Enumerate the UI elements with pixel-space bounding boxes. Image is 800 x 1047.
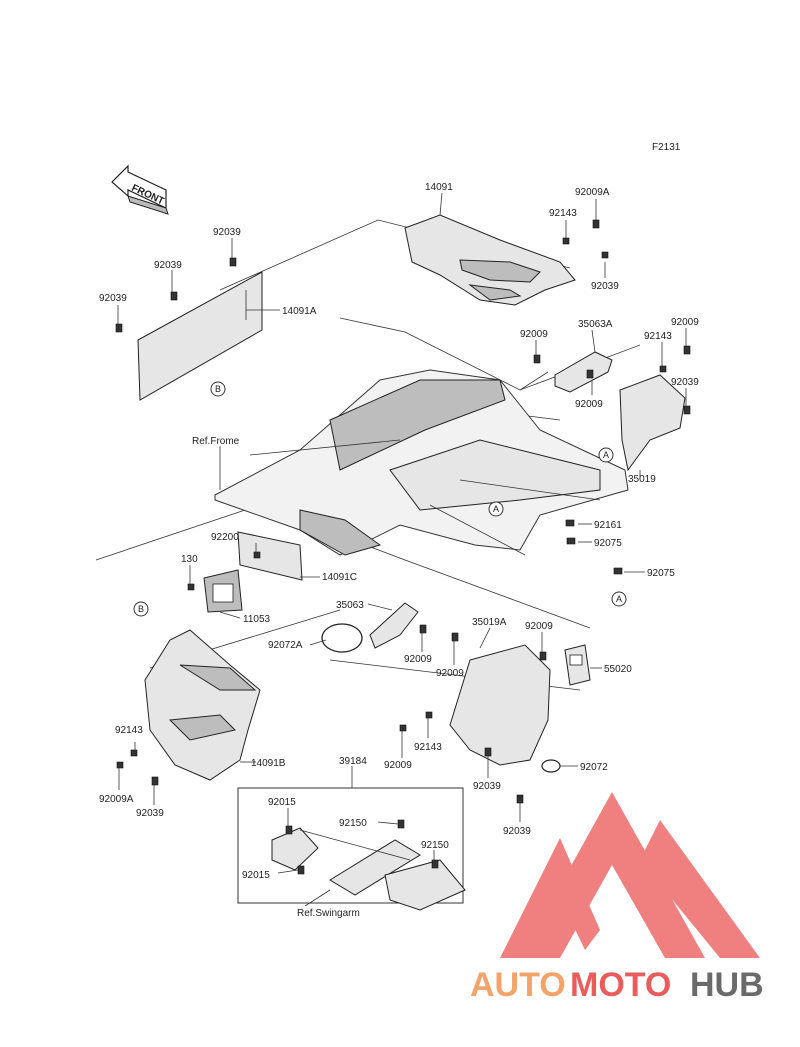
label-92039-c: 92039 (99, 293, 127, 304)
watermark-logo (500, 792, 760, 958)
marker-A-2: A (488, 501, 504, 517)
watermark-text: AUTO MOTO HUB (470, 966, 764, 1004)
label-92009-m3: 92009 (525, 621, 553, 632)
label-14091B: 14091B (251, 758, 286, 769)
svg-text:A: A (493, 504, 499, 514)
label-92072: 92072 (580, 762, 608, 773)
main-frame (214, 369, 629, 556)
label-92039-m5: 92039 (473, 781, 501, 792)
label-ref-swingarm: Ref.Swingarm (297, 908, 360, 919)
bolts (115, 219, 691, 875)
label-92200: 92200 (211, 532, 239, 543)
label-92143-l: 92143 (115, 725, 143, 736)
figure-code: F2131 (652, 142, 681, 153)
marker-A-3: A (611, 591, 627, 607)
front-arrow: FRONT (111, 164, 169, 215)
bracket-35063A (554, 351, 613, 393)
mudguard-35019 (619, 374, 686, 472)
label-39184: 39184 (339, 756, 367, 767)
label-92009-r1: 92009 (520, 329, 548, 340)
label-35063A: 35063A (578, 319, 613, 330)
label-92150-a: 92150 (339, 818, 367, 829)
label-92015-a: 92015 (268, 797, 296, 808)
label-92009-m1: 92009 (404, 654, 432, 665)
marker-B-2: B (133, 601, 149, 617)
panel-14091A (137, 271, 263, 401)
label-35063: 35063 (336, 600, 364, 611)
label-55020: 55020 (604, 664, 632, 675)
label-92075-a: 92075 (594, 538, 622, 549)
label-92161: 92161 (594, 520, 622, 531)
label-92039-b: 92039 (154, 260, 182, 271)
label-92009A-top: 92009A (575, 187, 610, 198)
cover-14091B (144, 629, 261, 781)
label-92009-m2: 92009 (436, 668, 464, 679)
label-92039-a: 92039 (213, 227, 241, 238)
label-92039-m6: 92039 (503, 826, 531, 837)
label-14091C: 14091C (322, 572, 357, 583)
label-ref-frame: Ref.Frome (192, 436, 240, 447)
cover-14091 (404, 214, 576, 306)
label-35019: 35019 (628, 474, 656, 485)
label-14091A: 14091A (282, 306, 317, 317)
label-92015-b: 92015 (242, 870, 270, 881)
label-130: 130 (181, 554, 198, 565)
svg-text:A: A (603, 450, 609, 460)
label-92143-m: 92143 (414, 742, 442, 753)
marker-B-1: B (210, 381, 226, 397)
svg-text:A: A (616, 594, 622, 604)
clamp-92072 (541, 759, 561, 773)
svg-text:MOTO: MOTO (570, 966, 671, 1004)
svg-text:AUTO: AUTO (470, 966, 566, 1004)
plate-14091C (237, 531, 303, 581)
bracket-11053 (203, 569, 243, 613)
label-92143-top: 92143 (549, 208, 577, 219)
label-92009-r3: 92009 (575, 399, 603, 410)
label-92039-l: 92039 (136, 808, 164, 819)
svg-text:B: B (138, 604, 144, 614)
label-11053: 11053 (243, 614, 271, 625)
label-92039-top: 92039 (591, 281, 619, 292)
marker-A-1: A (598, 447, 614, 463)
clamp-92072A (321, 623, 363, 653)
box-39184 (237, 787, 466, 911)
label-92009-m4: 92009 (384, 760, 412, 771)
mudguard-35019A (449, 644, 551, 766)
leader-lines (117, 192, 687, 907)
label-92009-r2: 92009 (671, 317, 699, 328)
svg-text:HUB: HUB (690, 966, 764, 1004)
label-92009A-l: 92009A (99, 794, 134, 805)
label-92075-b: 92075 (647, 568, 675, 579)
label-14091: 14091 (425, 182, 453, 193)
label-35019A: 35019A (472, 617, 507, 628)
label-92039-r: 92039 (671, 377, 699, 388)
svg-text:B: B (215, 384, 221, 394)
label-92072A: 92072A (268, 640, 303, 651)
part-55020 (564, 644, 591, 686)
bracket-35063 (321, 602, 419, 653)
label-92143-r: 92143 (644, 331, 672, 342)
label-92150-b: 92150 (421, 840, 449, 851)
part-labels: 14091 92009A 92143 92039 92039 92039 920… (99, 182, 699, 919)
